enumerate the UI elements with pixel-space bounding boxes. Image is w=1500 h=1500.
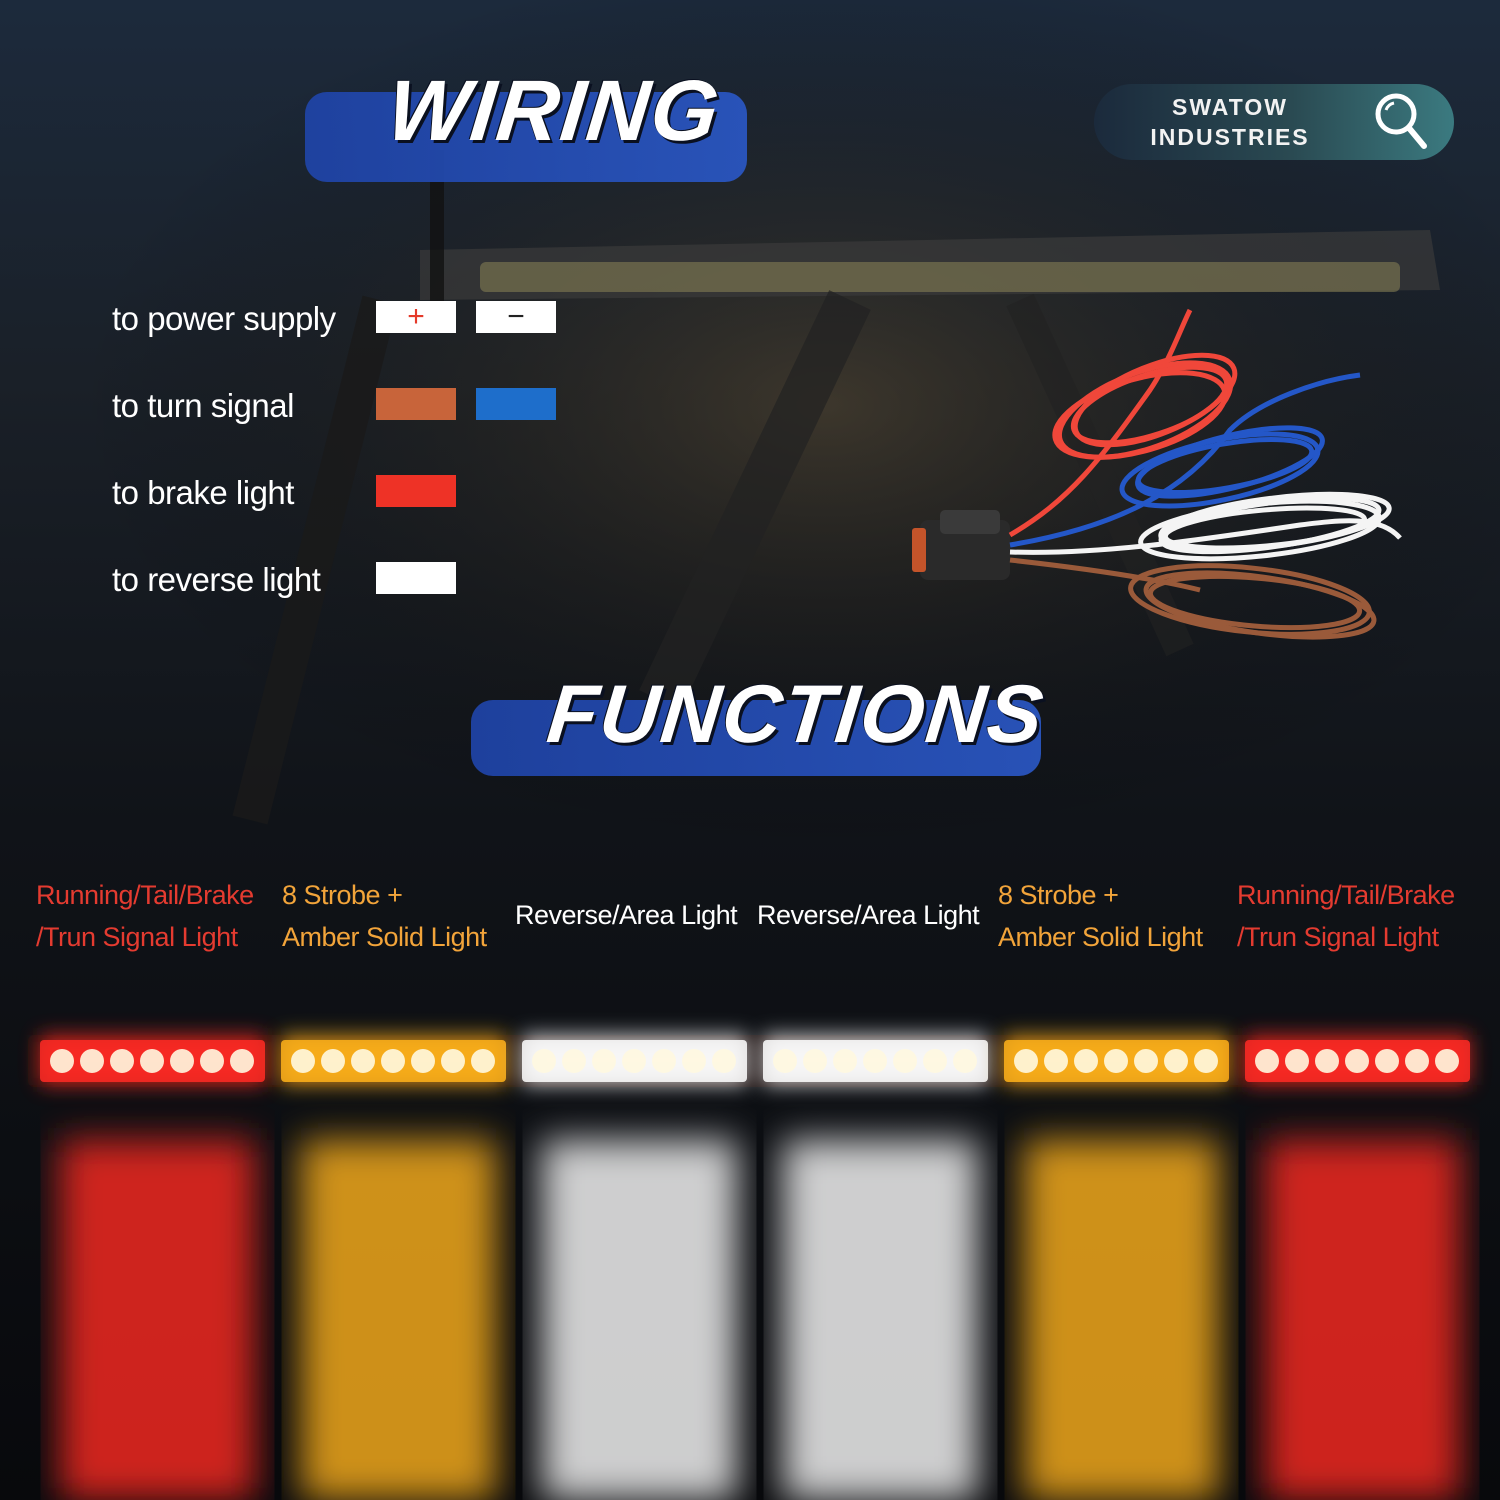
wire-harness-image bbox=[912, 308, 1402, 640]
led-dot bbox=[200, 1049, 224, 1073]
wiring-banner bbox=[305, 92, 747, 182]
wire-color-swatch bbox=[476, 388, 556, 420]
wiring-label: to power supply bbox=[112, 300, 336, 337]
led-dot bbox=[1134, 1049, 1158, 1073]
led-dot bbox=[411, 1049, 435, 1073]
led-dot bbox=[441, 1049, 465, 1073]
wire-color-swatch: − bbox=[476, 301, 556, 333]
light-reflection bbox=[301, 1140, 496, 1500]
led-dot bbox=[1074, 1049, 1098, 1073]
led-dot bbox=[833, 1049, 857, 1073]
led-dot bbox=[321, 1049, 345, 1073]
led-dot bbox=[622, 1049, 646, 1073]
led-dot bbox=[351, 1049, 375, 1073]
function-label-line2: Amber Solid Light bbox=[998, 922, 1203, 952]
led-dot bbox=[923, 1049, 947, 1073]
polarity-symbol: + bbox=[407, 300, 425, 333]
wiring-label: to turn signal bbox=[112, 387, 294, 424]
function-label: Running/Tail/Brake bbox=[36, 880, 254, 910]
light-reflection bbox=[1265, 1140, 1460, 1500]
brand-logo: SWATOW INDUSTRIES bbox=[1120, 92, 1340, 152]
led-dot bbox=[1435, 1049, 1459, 1073]
led-dot bbox=[170, 1049, 194, 1073]
led-dot bbox=[773, 1049, 797, 1073]
led-dot bbox=[1044, 1049, 1068, 1073]
functions-banner bbox=[471, 700, 1041, 776]
led-dot bbox=[1194, 1049, 1218, 1073]
led-dot bbox=[712, 1049, 736, 1073]
polarity-symbol: − bbox=[507, 300, 525, 333]
function-label-line2: /Trun Signal Light bbox=[36, 922, 238, 952]
wiring-title: WIRING bbox=[383, 63, 726, 159]
led-dot bbox=[1405, 1049, 1429, 1073]
magnifier-icon[interactable] bbox=[1372, 90, 1430, 154]
function-label: Reverse/Area Light bbox=[757, 900, 980, 930]
light-reflection bbox=[542, 1140, 737, 1500]
function-label: 8 Strobe + bbox=[282, 880, 403, 910]
led-dot bbox=[1255, 1049, 1279, 1073]
led-dot bbox=[50, 1049, 74, 1073]
wire-color-swatch bbox=[376, 475, 456, 507]
led-dot bbox=[1285, 1049, 1309, 1073]
light-bar bbox=[28, 1035, 1470, 1500]
led-dot bbox=[80, 1049, 104, 1073]
wiring-label: to brake light bbox=[112, 474, 294, 511]
led-dot bbox=[230, 1049, 254, 1073]
led-dot bbox=[592, 1049, 616, 1073]
led-dot bbox=[682, 1049, 706, 1073]
led-dot bbox=[532, 1049, 556, 1073]
led-dot bbox=[1345, 1049, 1369, 1073]
function-label-line2: Amber Solid Light bbox=[282, 922, 487, 952]
led-dot bbox=[1014, 1049, 1038, 1073]
led-dot bbox=[893, 1049, 917, 1073]
led-dot bbox=[110, 1049, 134, 1073]
light-reflection bbox=[783, 1140, 978, 1500]
function-label-line2: /Trun Signal Light bbox=[1237, 922, 1439, 952]
led-dot bbox=[652, 1049, 676, 1073]
wire-color-swatch bbox=[376, 562, 456, 594]
functions-title: FUNCTIONS bbox=[543, 669, 1050, 760]
led-dot bbox=[1104, 1049, 1128, 1073]
light-reflection bbox=[60, 1140, 255, 1500]
led-dot bbox=[863, 1049, 887, 1073]
led-dot bbox=[1375, 1049, 1399, 1073]
led-dot bbox=[140, 1049, 164, 1073]
wiring-label: to reverse light bbox=[112, 561, 321, 598]
function-label: 8 Strobe + bbox=[998, 880, 1119, 910]
brand-line1: SWATOW bbox=[1172, 94, 1288, 120]
brand-line2: INDUSTRIES bbox=[1150, 124, 1310, 150]
led-dot bbox=[953, 1049, 977, 1073]
led-dot bbox=[803, 1049, 827, 1073]
led-dot bbox=[381, 1049, 405, 1073]
wire-color-swatch bbox=[376, 388, 456, 420]
led-dot bbox=[471, 1049, 495, 1073]
function-label: Reverse/Area Light bbox=[515, 900, 738, 930]
wire-color-swatch: + bbox=[376, 301, 456, 333]
function-label: Running/Tail/Brake bbox=[1237, 880, 1455, 910]
led-dot bbox=[1315, 1049, 1339, 1073]
led-dot bbox=[562, 1049, 586, 1073]
led-dot bbox=[291, 1049, 315, 1073]
light-reflection bbox=[1024, 1140, 1219, 1500]
led-dot bbox=[1164, 1049, 1188, 1073]
